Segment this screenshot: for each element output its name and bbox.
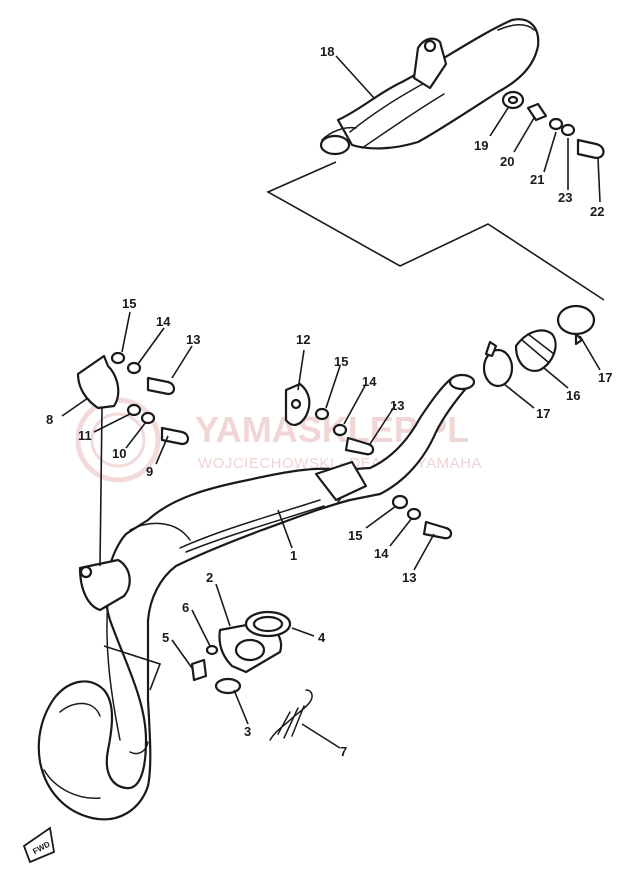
callout-2: 2: [206, 570, 213, 585]
callout-1: 1: [290, 548, 297, 563]
callout-6: 6: [182, 600, 189, 615]
callout-16: 16: [566, 388, 580, 403]
callout-17-right: 17: [598, 370, 612, 385]
bracket-part[interactable]: [284, 382, 311, 426]
callout-10: 10: [112, 446, 126, 461]
silencer-part[interactable]: [319, 18, 540, 156]
callout-7: 7: [340, 744, 347, 759]
manifold-joint-parts[interactable]: [190, 610, 313, 741]
callout-5: 5: [162, 630, 169, 645]
callout-14-front: 14: [156, 314, 171, 329]
leader-lines: [61, 55, 601, 749]
callout-13-rear: 13: [402, 570, 416, 585]
callout-4: 4: [318, 630, 326, 645]
pipe-mount-hardware[interactable]: [314, 407, 453, 540]
callout-11: 11: [78, 428, 92, 443]
expansion-chamber-part[interactable]: [37, 373, 476, 821]
callout-9: 9: [146, 464, 153, 479]
callout-19: 19: [474, 138, 488, 153]
callout-15-mid: 15: [334, 354, 348, 369]
joint-clamp-parts[interactable]: [482, 304, 596, 388]
callout-23: 23: [558, 190, 572, 205]
grouping-lines: [266, 161, 605, 301]
callout-14-rear: 14: [374, 546, 389, 561]
callout-18: 18: [320, 44, 334, 59]
callout-13-mid: 13: [390, 398, 404, 413]
callout-15-front: 15: [122, 296, 136, 311]
front-direction-marker: FWD: [22, 826, 56, 864]
callout-15-rear: 15: [348, 528, 362, 543]
callout-20: 20: [500, 154, 514, 169]
callout-8: 8: [46, 412, 53, 427]
callout-17-left: 17: [536, 406, 550, 421]
silencer-mount-hardware[interactable]: [501, 90, 605, 160]
callout-22: 22: [590, 204, 604, 219]
callout-13-front: 13: [186, 332, 200, 347]
callout-3: 3: [244, 724, 251, 739]
callout-labels: 18 19 20 21 23 22 15 14 13 8 11 10 9 12 …: [46, 44, 612, 759]
front-bracket-part[interactable]: [76, 351, 190, 446]
callout-21: 21: [530, 172, 544, 187]
callout-14-mid: 14: [362, 374, 377, 389]
arrow-icon: [22, 826, 56, 864]
callout-12: 12: [296, 332, 310, 347]
